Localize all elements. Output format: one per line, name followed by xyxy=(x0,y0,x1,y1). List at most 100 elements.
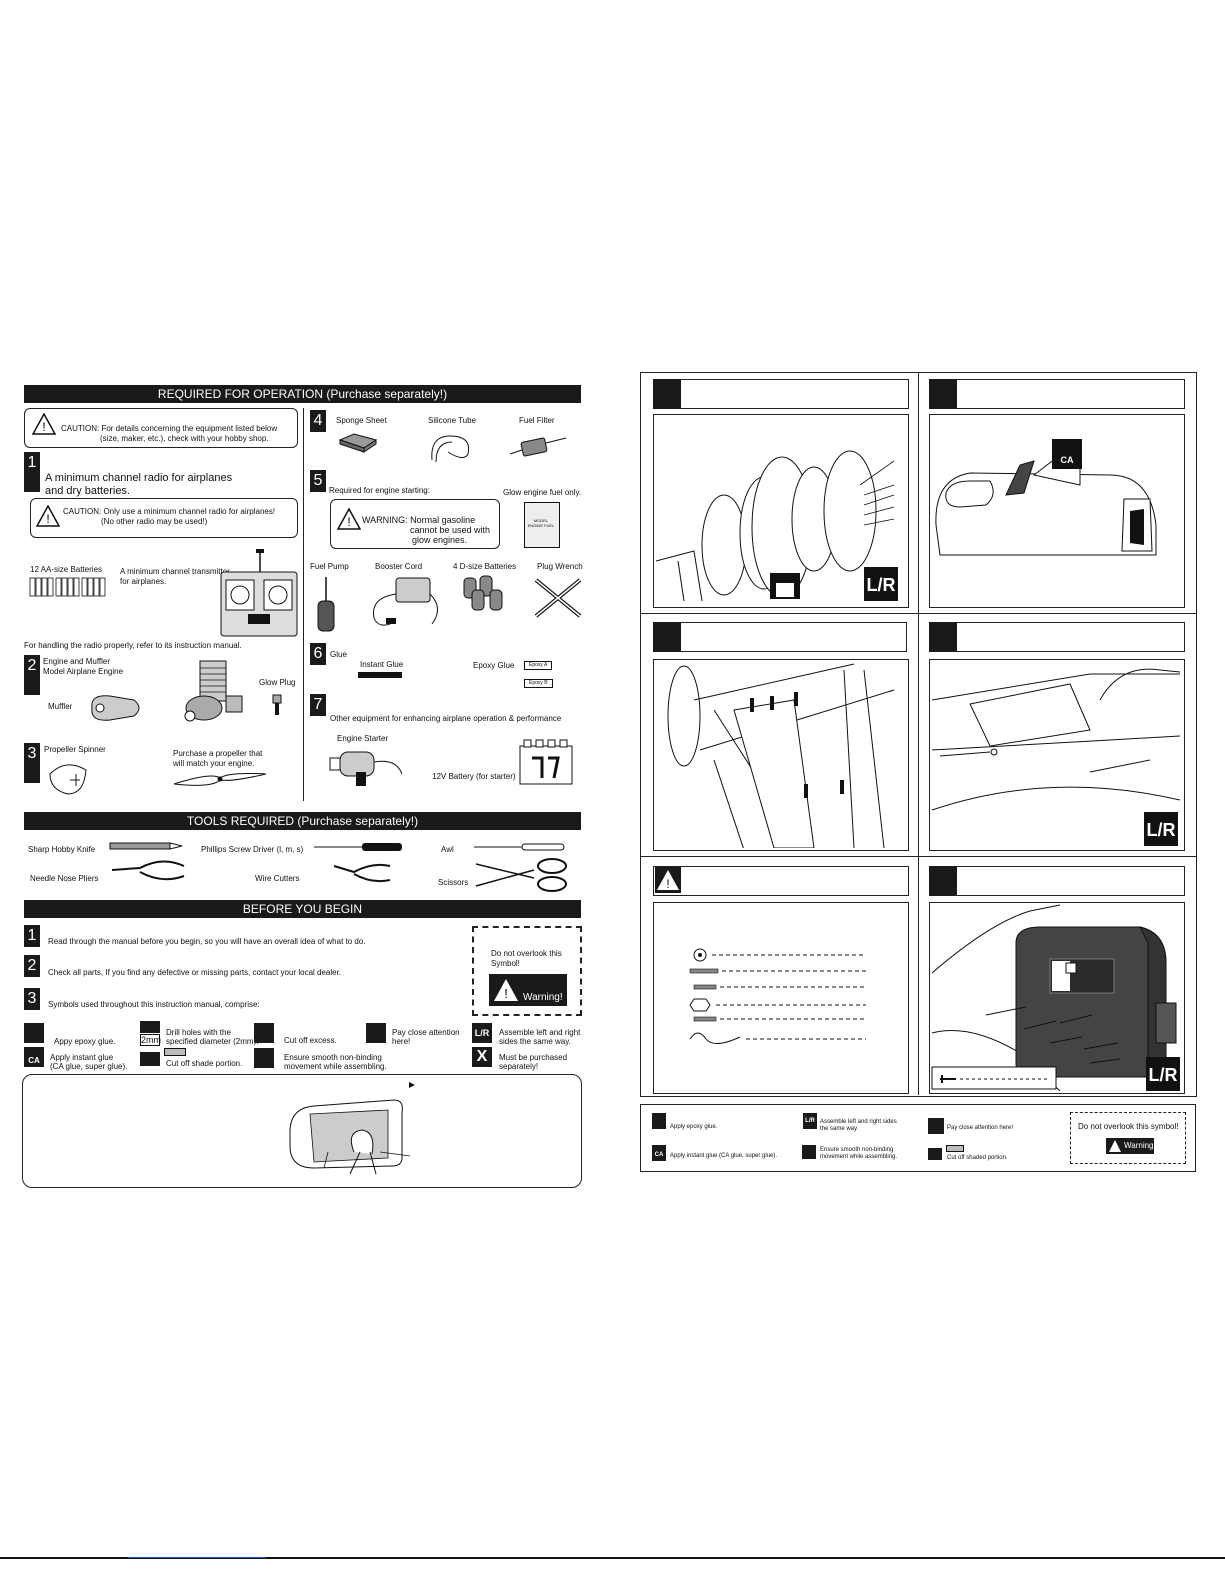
caution1-line1: CAUTION: For details concerning the equi… xyxy=(61,424,278,433)
tools-header: TOOLS REQUIRED (Purchase separately!) xyxy=(24,812,581,830)
sym-shade: Cut off shade portion. xyxy=(166,1059,243,1068)
legend-ca: Apply instant glue (CA glue, super glue)… xyxy=(670,1153,778,1159)
right-legend-box xyxy=(640,1104,1196,1172)
sponge-illustration xyxy=(338,433,378,453)
warning-triangle-icon: ! xyxy=(494,979,518,1001)
sponge-label: Sponge Sheet xyxy=(336,416,387,425)
plug-wrench-label: Plug Wrench xyxy=(537,562,583,571)
legend-epoxy: Apply epoxy glue. xyxy=(670,1124,718,1130)
item2-number: 2 xyxy=(24,655,40,695)
warning-triangle-icon: ! xyxy=(337,508,361,530)
glow-plug-illustration xyxy=(272,694,282,715)
item4-number: 4 xyxy=(310,410,326,432)
legend-smooth-line2: movement while assembling. xyxy=(820,1154,898,1160)
step-6-lr-badge: L/R xyxy=(1149,1065,1178,1085)
overlook-line2: Symbol! xyxy=(491,959,520,968)
step-2-title-bar xyxy=(929,379,1185,409)
svg-text:!: ! xyxy=(347,515,350,529)
begin-header: BEFORE YOU BEGIN xyxy=(24,900,581,918)
pointing-hand-icon xyxy=(928,1118,944,1134)
glow-plug-label: Glow Plug xyxy=(259,678,296,687)
footer-rule xyxy=(0,1557,1225,1559)
steps-row-divider-1 xyxy=(640,613,1196,614)
radio-handling-note: For handling the radio properly, refer t… xyxy=(24,641,242,650)
step-1-illustration-frame xyxy=(653,414,909,608)
warning-line1: WARNING: Normal gasoline xyxy=(362,515,476,525)
step-4-lr-badge: L/R xyxy=(1147,820,1176,840)
sym-drill-line2: specified diameter (2mm). xyxy=(166,1037,259,1046)
shade-bar xyxy=(946,1145,964,1152)
step-2-fuselage-illustration: CA xyxy=(935,439,1157,556)
step-6-engine-cowl-illustration: L/R xyxy=(931,904,1180,1091)
sym-purchase-line2: separately! xyxy=(499,1062,539,1071)
svg-text:!: ! xyxy=(504,986,508,1001)
begin2-text: Check all parts, If you find any defecti… xyxy=(48,968,342,977)
legend-overlook: Do not overlook this symbol! xyxy=(1078,1122,1179,1131)
propeller-illustration xyxy=(173,773,267,786)
epoxy-b-tube: Epoxy B xyxy=(524,679,553,688)
covering-instruction-box xyxy=(22,1074,582,1188)
aa-batteries-illustration xyxy=(29,577,106,597)
item6-number: 6 xyxy=(310,643,326,665)
hobby-knife-illustration xyxy=(109,842,183,850)
footer-link[interactable] xyxy=(128,1556,266,1558)
fuel-can xyxy=(524,502,560,548)
step-4-illustration-frame xyxy=(929,659,1185,851)
overlook-symbol-box xyxy=(1070,1112,1186,1164)
item1-line1: A minimum channel radio for airplanes xyxy=(45,472,233,484)
warning-badge-text: Warning! xyxy=(523,992,563,1003)
warning-triangle-icon: ! xyxy=(32,413,56,435)
begin1-text: Read through the manual before you begin… xyxy=(48,937,366,946)
silicone-tube-illustration xyxy=(431,435,470,463)
booster-cord-illustration xyxy=(372,577,438,626)
item5-number: 5 xyxy=(310,470,326,492)
awl-illustration xyxy=(474,843,565,851)
propeller-line1: Purchase a propeller that xyxy=(173,749,263,758)
glue-label: Glue xyxy=(330,650,347,659)
caution2-line1: CAUTION: Only use a minimum channel radi… xyxy=(63,507,276,516)
svg-text:!: ! xyxy=(46,512,49,526)
sym-drill-line1: Drill holes with the xyxy=(166,1028,231,1037)
legend-attention: Pay close attention here! xyxy=(947,1125,1014,1131)
step-1-number xyxy=(653,379,681,409)
step-3-title-bar xyxy=(653,622,907,652)
screwdriver-illustration xyxy=(314,843,402,851)
caution1-line2: (size, maker, etc.), check with your hob… xyxy=(100,434,269,443)
scissors-illustration xyxy=(475,858,567,892)
ca-glue-icon: CA xyxy=(652,1145,666,1161)
engine-illustration xyxy=(184,660,243,722)
svg-text:!: ! xyxy=(42,420,45,434)
engine-starter-label: Engine Starter xyxy=(337,734,389,743)
step-5-illustration-frame xyxy=(653,902,909,1094)
instant-glue-label: Instant Glue xyxy=(360,660,404,669)
item1-line2: and dry batteries. xyxy=(45,485,130,497)
step-2-illustration-frame xyxy=(929,414,1185,608)
drill-size-tag: 2mm xyxy=(140,1034,161,1046)
shade-bar xyxy=(164,1048,186,1056)
ca-glue-icon: CA xyxy=(24,1047,44,1067)
sym-lr-line1: Assemble left and right xyxy=(499,1028,581,1037)
step-3-number xyxy=(653,622,681,652)
step-2-number xyxy=(929,379,957,409)
begin1-number: 1 xyxy=(24,925,40,947)
caution-box-1 xyxy=(24,408,298,448)
step-4-cockpit-illustration: L/R xyxy=(931,668,1181,846)
item1-number: 1 xyxy=(24,452,40,492)
warning-triangle-icon xyxy=(1109,1140,1121,1152)
battery-12v-illustration xyxy=(519,739,573,785)
tool-pliers: Needle Nose Pliers xyxy=(30,874,99,883)
warning-line3: glow engines. xyxy=(412,535,468,545)
sym-cut: Cut off excess. xyxy=(284,1036,337,1045)
purchase-separately-icon: X xyxy=(472,1047,492,1067)
arrow-right-icon xyxy=(409,1082,415,1088)
legend-lr-line2: the same way. xyxy=(820,1126,859,1132)
epoxy-symbol-icon xyxy=(652,1113,666,1129)
step-6-number xyxy=(929,866,957,896)
battery-12v-label: 12V Battery (for starter) xyxy=(432,772,516,781)
tool-awl: Awl xyxy=(441,845,454,854)
svg-text:!: ! xyxy=(666,877,669,891)
fuel-pump-illustration xyxy=(317,577,335,632)
shade-cut-icon xyxy=(140,1052,160,1066)
legend-warning-text: Warning! xyxy=(1124,1141,1156,1150)
smooth-movement-icon xyxy=(802,1145,816,1159)
